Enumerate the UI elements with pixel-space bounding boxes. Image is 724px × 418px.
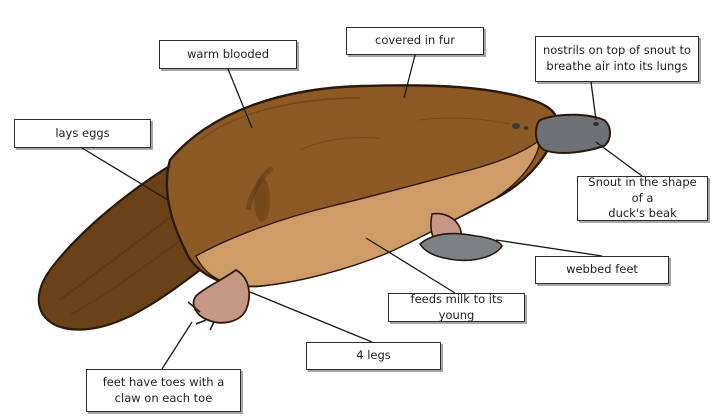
eye [512, 123, 520, 129]
label-feeds-milk: feeds milk to its young [388, 292, 525, 322]
label-nostrils: nostrils on top of snout to breathe air … [535, 36, 699, 82]
label-lays-eggs: lays eggs [14, 119, 151, 148]
label-covered-in-fur: covered in fur [346, 27, 484, 55]
label-four-legs: 4 legs [306, 342, 441, 370]
label-warm-blooded: warm blooded [159, 40, 297, 69]
label-snout: Snout in the shape of a duck's beak [577, 175, 708, 221]
platypus-belly [195, 138, 541, 287]
webbed-foot-webbing [418, 232, 503, 262]
label-webbed-feet: webbed feet [535, 256, 669, 284]
label-toes-claws: feet have toes with a claw on each toe [86, 369, 241, 412]
leader-lines [81, 54, 643, 370]
platypus-beak [534, 113, 611, 154]
back-foot [192, 268, 251, 324]
